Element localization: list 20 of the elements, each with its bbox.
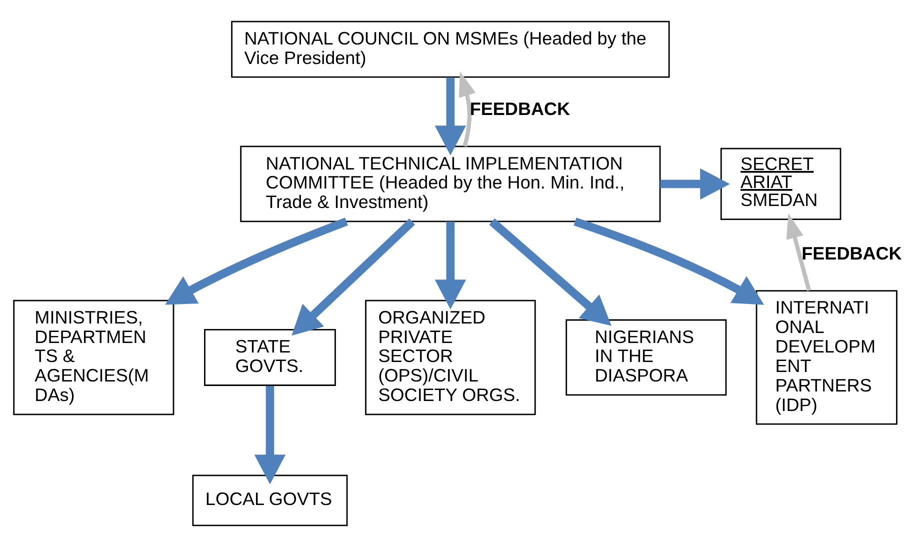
node-box: SECRET ARIAT SMEDAN — [720, 148, 842, 220]
node-box: NIGERIANS IN THE DIASPORA — [566, 319, 727, 396]
arrow — [786, 213, 812, 292]
node-box: NATIONAL TECHNICAL IMPLEMENTATION COMMITTEE (Headed by the Hon. Min. Ind., Trade & Investment) — [240, 146, 661, 222]
arrow — [165, 218, 348, 305]
node-box: LOCAL GOVTS — [192, 474, 348, 526]
arrow — [254, 386, 286, 484]
node-box: STATE GOVTS. — [204, 329, 336, 386]
arrow — [434, 222, 466, 310]
arrow — [434, 77, 466, 156]
arrow — [489, 218, 612, 326]
arrow — [574, 218, 764, 305]
edge-label: FEEDBACK — [802, 243, 902, 264]
node-box: MINISTRIES, DEPARTMEN TS & AGENCIES(M DAs) — [13, 300, 174, 416]
edge-label: FEEDBACK — [470, 99, 570, 120]
node-box: NATIONAL COUNCIL ON MSMEs (Headed by the Vice President) — [231, 20, 670, 78]
arrow — [292, 218, 416, 336]
node-box: INTERNATI ONAL DEVELOPM ENT PARTNERS (IDP) — [756, 290, 898, 425]
arrow — [660, 168, 730, 200]
node-box: ORGANIZED PRIVATE SECTOR (OPS)/CIVIL SOCIETY ORGS. — [365, 300, 536, 416]
